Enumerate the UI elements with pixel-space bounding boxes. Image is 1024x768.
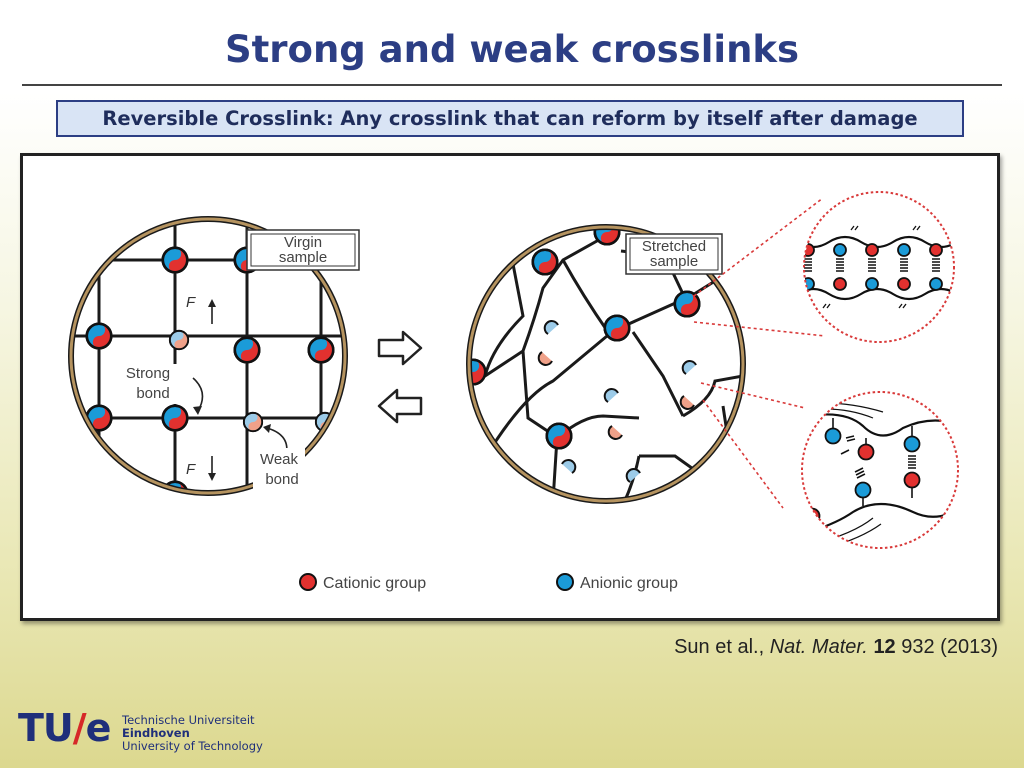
definition-banner: Reversible Crosslink: Any crosslink that… <box>56 100 964 137</box>
stretched-sample-label: Stretched sample <box>625 233 723 275</box>
strong-bond-label-2: bond <box>136 385 169 402</box>
virgin-sample-circle <box>68 216 348 496</box>
reverse-arrow <box>377 388 423 424</box>
tue-logo-text: Technische Universiteit Eindhoven Univer… <box>122 713 263 753</box>
legend-anionic: Anionic group <box>556 573 678 592</box>
crosslink-figure: F F Strong bond Weak bond Virgin sample <box>20 153 1000 621</box>
weak-bond-label: Weak <box>260 451 299 468</box>
svg-text:Anionic group: Anionic group <box>580 575 678 592</box>
slide-title: Strong and weak crosslinks <box>224 28 800 71</box>
force-label-bottom: F <box>186 461 196 478</box>
forward-arrow <box>377 330 423 366</box>
virgin-sample-label: Virgin sample <box>246 229 360 271</box>
svg-text:sample: sample <box>650 253 698 270</box>
svg-text:sample: sample <box>279 249 327 266</box>
title-divider <box>22 84 1002 86</box>
weak-bond-label-2: bond <box>265 471 298 488</box>
tue-logo-mark: TU/e <box>18 706 111 750</box>
citation-journal: Nat. Mater. <box>769 636 868 658</box>
svg-text:Stretched: Stretched <box>642 238 706 255</box>
svg-text:Cationic group: Cationic group <box>323 575 426 592</box>
citation: Sun et al., Nat. Mater. 12 932 (2013) <box>674 636 998 659</box>
force-label-top: F <box>186 294 196 311</box>
crosslink-diagram: F F Strong bond Weak bond Virgin sample <box>68 191 959 592</box>
citation-pages-year: 932 (2013) <box>901 636 998 658</box>
citation-volume: 12 <box>873 636 896 658</box>
legend-cationic: Cationic group <box>299 573 426 592</box>
zoom-connectors <box>693 197 826 509</box>
tue-logo: TU/e Technische Universiteit Eindhoven U… <box>18 706 278 756</box>
svg-text:Virgin: Virgin <box>284 234 322 251</box>
zoom-intact-bonds <box>803 191 955 343</box>
zoom-broken-bonds <box>801 391 959 549</box>
strong-bond-label: Strong <box>126 365 170 382</box>
citation-authors: Sun et al., <box>674 636 765 658</box>
